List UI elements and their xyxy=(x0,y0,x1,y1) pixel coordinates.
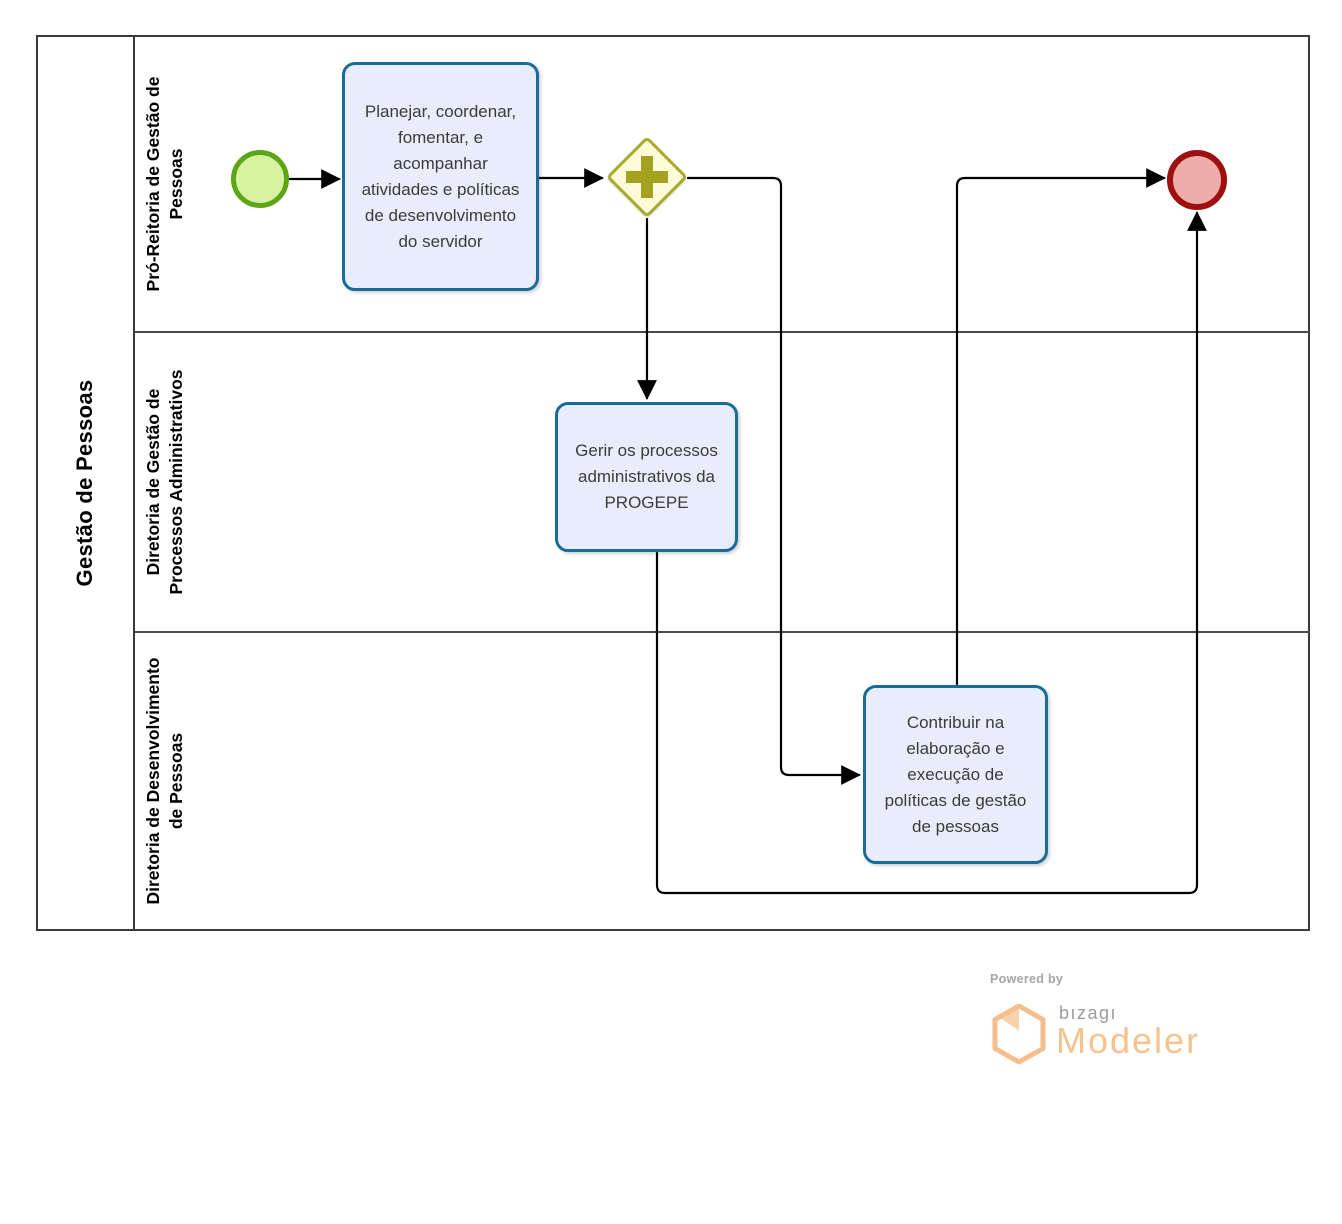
task-label: Planejar, coordenar, fomentar, e acompan… xyxy=(361,101,520,251)
task-gerir-processos[interactable]: Gerir os processos administrativos da PR… xyxy=(555,402,738,552)
powered-by-text: Powered by xyxy=(990,972,1064,986)
lane-label-pro-reitoria: Pró-Reitoria de Gestão de Pessoas xyxy=(135,35,195,332)
lane-label-line: Pró-Reitoria de Gestão de xyxy=(143,76,163,291)
pool-title: Gestão de Pessoas xyxy=(36,35,134,931)
task-planejar-coordenar[interactable]: Planejar, coordenar, fomentar, e acompan… xyxy=(342,62,539,291)
task-contribuir-politicas[interactable]: Contribuir na elaboração e execução de p… xyxy=(863,685,1048,864)
end-event[interactable] xyxy=(1167,150,1227,210)
lane-label-diretoria-processos: Diretoria de Gestão de Processos Adminis… xyxy=(135,332,195,632)
lane-label-line: Diretoria de Desenvolvimento xyxy=(143,657,163,905)
pool-gestao-de-pessoas xyxy=(36,35,1310,931)
pool-title-text: Gestão de Pessoas xyxy=(72,379,97,587)
lane-divider-1 xyxy=(135,331,1310,333)
start-event[interactable] xyxy=(231,150,289,208)
pool-header-divider xyxy=(133,35,135,931)
plus-icon xyxy=(641,156,653,198)
lane-label-line: Diretoria de Gestão de xyxy=(143,388,163,576)
lane-label-line: de Pessoas xyxy=(166,732,186,830)
bizagi-logo-icon xyxy=(992,1003,1046,1065)
task-label: Contribuir na elaboração e execução de p… xyxy=(884,712,1027,836)
bizagi-wordmark: bızagı xyxy=(1059,1003,1118,1023)
lane-divider-2 xyxy=(135,631,1310,633)
modeler-wordmark: Modeler xyxy=(1056,1020,1201,1061)
parallel-gateway[interactable] xyxy=(605,135,689,219)
lane-label-line: Processos Administrativos xyxy=(166,369,186,595)
lane-label-line: Pessoas xyxy=(166,147,186,220)
lane-label-diretoria-desenvolvimento: Diretoria de Desenvolvimento de Pessoas xyxy=(135,632,195,930)
task-label: Gerir os processos administrativos da PR… xyxy=(575,441,718,512)
